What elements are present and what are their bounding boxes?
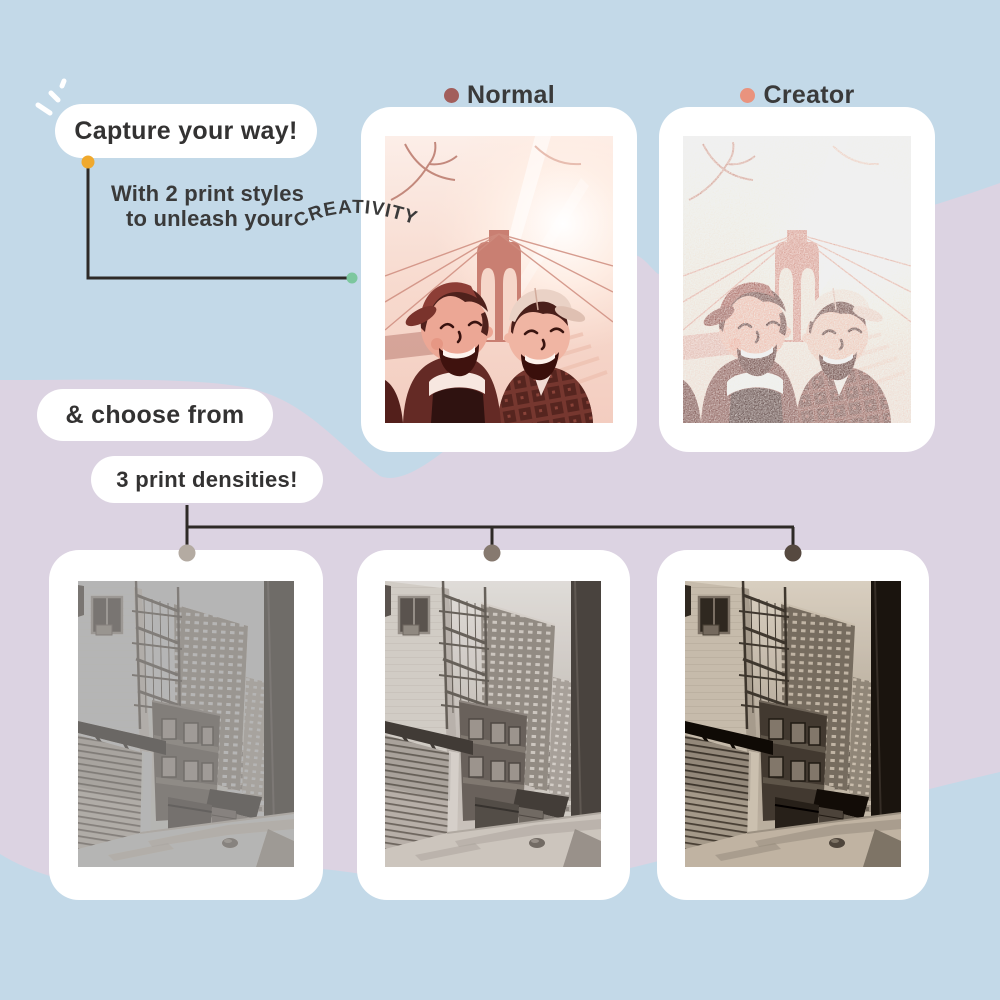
intro-subline: With 2 print styles to unleash your: [111, 181, 304, 231]
density-card-dark: [657, 550, 929, 900]
photo-density-medium: [385, 581, 601, 867]
densities-connector-line: [185, 505, 795, 550]
choose-from-text: & choose from: [65, 400, 245, 429]
densities-bubble: 3 print densities!: [91, 456, 323, 503]
intro-line1: With 2 print styles: [111, 181, 305, 206]
capture-bubble: Capture your way!: [55, 104, 317, 158]
photo-density-dark: [685, 581, 901, 867]
photo-normal-style: [385, 136, 613, 423]
intro-line2: to unleash your: [126, 206, 293, 231]
density-card-light: [49, 550, 323, 900]
densities-text: 3 print densities!: [116, 466, 298, 492]
sparkle-icon: [35, 78, 67, 116]
creator-dot-icon: [740, 87, 756, 103]
style-label-normal-text: Normal: [467, 80, 555, 109]
capture-headline: Capture your way!: [74, 116, 298, 145]
density-card-medium: [357, 550, 630, 900]
style-card-creator: [659, 107, 935, 452]
style-label-creator-text: Creator: [763, 80, 855, 109]
choose-from-bubble: & choose from: [37, 389, 273, 441]
green-accent-dot: [346, 272, 358, 284]
photo-density-light: [78, 581, 294, 867]
creativity-arc: CREATIVITY: [294, 197, 420, 232]
normal-dot-icon: [444, 87, 460, 103]
style-label-normal: Normal: [361, 81, 637, 109]
style-card-normal: [361, 107, 637, 452]
creativity-text: CREATIVITY: [294, 197, 420, 232]
style-label-creator: Creator: [659, 81, 935, 109]
photo-creator-style: [683, 136, 911, 423]
